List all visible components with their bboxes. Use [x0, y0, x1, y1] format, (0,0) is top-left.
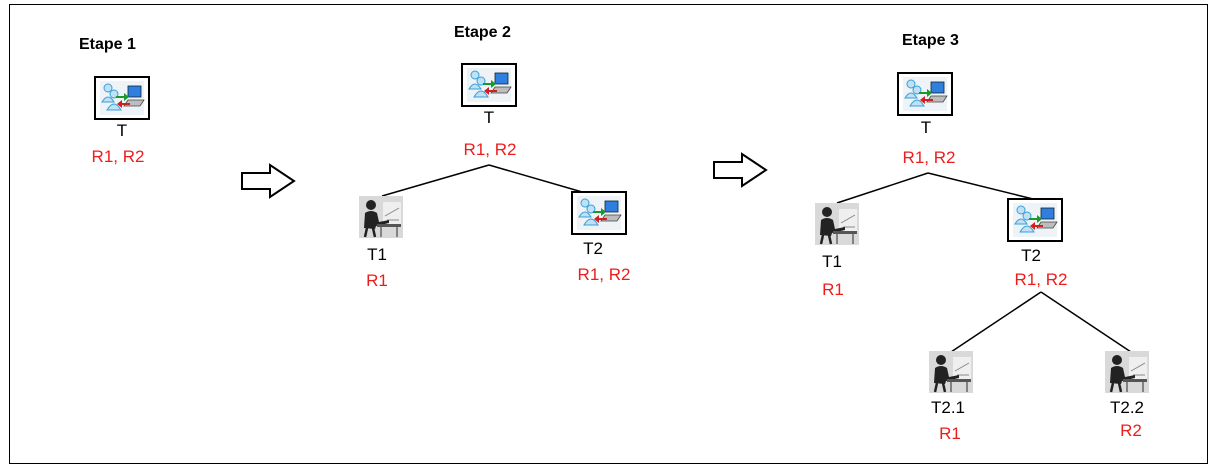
stage3-t22-label: T2.2	[1109, 398, 1145, 417]
stage3-t1-label: T1	[822, 252, 842, 271]
stage3-t21-label: T2.1	[930, 398, 966, 417]
stage3-t22-resources: R2	[1120, 421, 1142, 440]
interactive-task-icon	[1007, 198, 1063, 242]
user-task-icon	[929, 351, 973, 393]
interactive-task-icon	[94, 76, 150, 120]
stage2-t2-resources: R1, R2	[577, 265, 631, 284]
stage-2-title: Etape 2	[454, 24, 511, 41]
user-task-icon	[1105, 351, 1149, 393]
right-arrow-icon	[712, 152, 768, 188]
edge-stage3-root-t1	[836, 172, 929, 204]
stage3-t1-resources: R1	[822, 280, 844, 299]
stage2-t1-label: T1	[367, 245, 387, 264]
interactive-task-icon	[461, 63, 517, 107]
stage1-root-label: T	[116, 121, 128, 140]
stage3-t2-label: T2	[1021, 246, 1041, 265]
stage2-root-label: T	[483, 108, 495, 127]
stage2-t2-label: T2	[583, 239, 603, 258]
user-task-icon	[815, 203, 859, 245]
stage-3-title: Etape 3	[902, 32, 959, 49]
stage3-root-label: T	[920, 118, 932, 137]
edge-stage3-t2-t22	[1040, 291, 1132, 353]
stage3-t2-resources: R1, R2	[1014, 270, 1068, 289]
edge-stage3-t2-t21	[950, 291, 1042, 353]
stage3-t21-resources: R1	[939, 424, 961, 443]
user-task-icon	[359, 196, 403, 238]
stage-1-title: Etape 1	[79, 36, 136, 53]
edge-stage2-root-t1	[381, 164, 490, 197]
stage3-root-resources: R1, R2	[902, 148, 956, 167]
right-arrow-icon	[240, 163, 296, 199]
interactive-task-icon	[897, 72, 953, 116]
interactive-task-icon	[571, 191, 627, 235]
edge-stage2-root-t2	[488, 164, 597, 197]
edge-stage3-root-t2	[927, 172, 1034, 200]
stage1-root-resources: R1, R2	[91, 147, 145, 166]
tree-lines	[381, 164, 1132, 353]
stage2-t1-resources: R1	[366, 271, 388, 290]
stage2-root-resources: R1, R2	[463, 140, 517, 159]
